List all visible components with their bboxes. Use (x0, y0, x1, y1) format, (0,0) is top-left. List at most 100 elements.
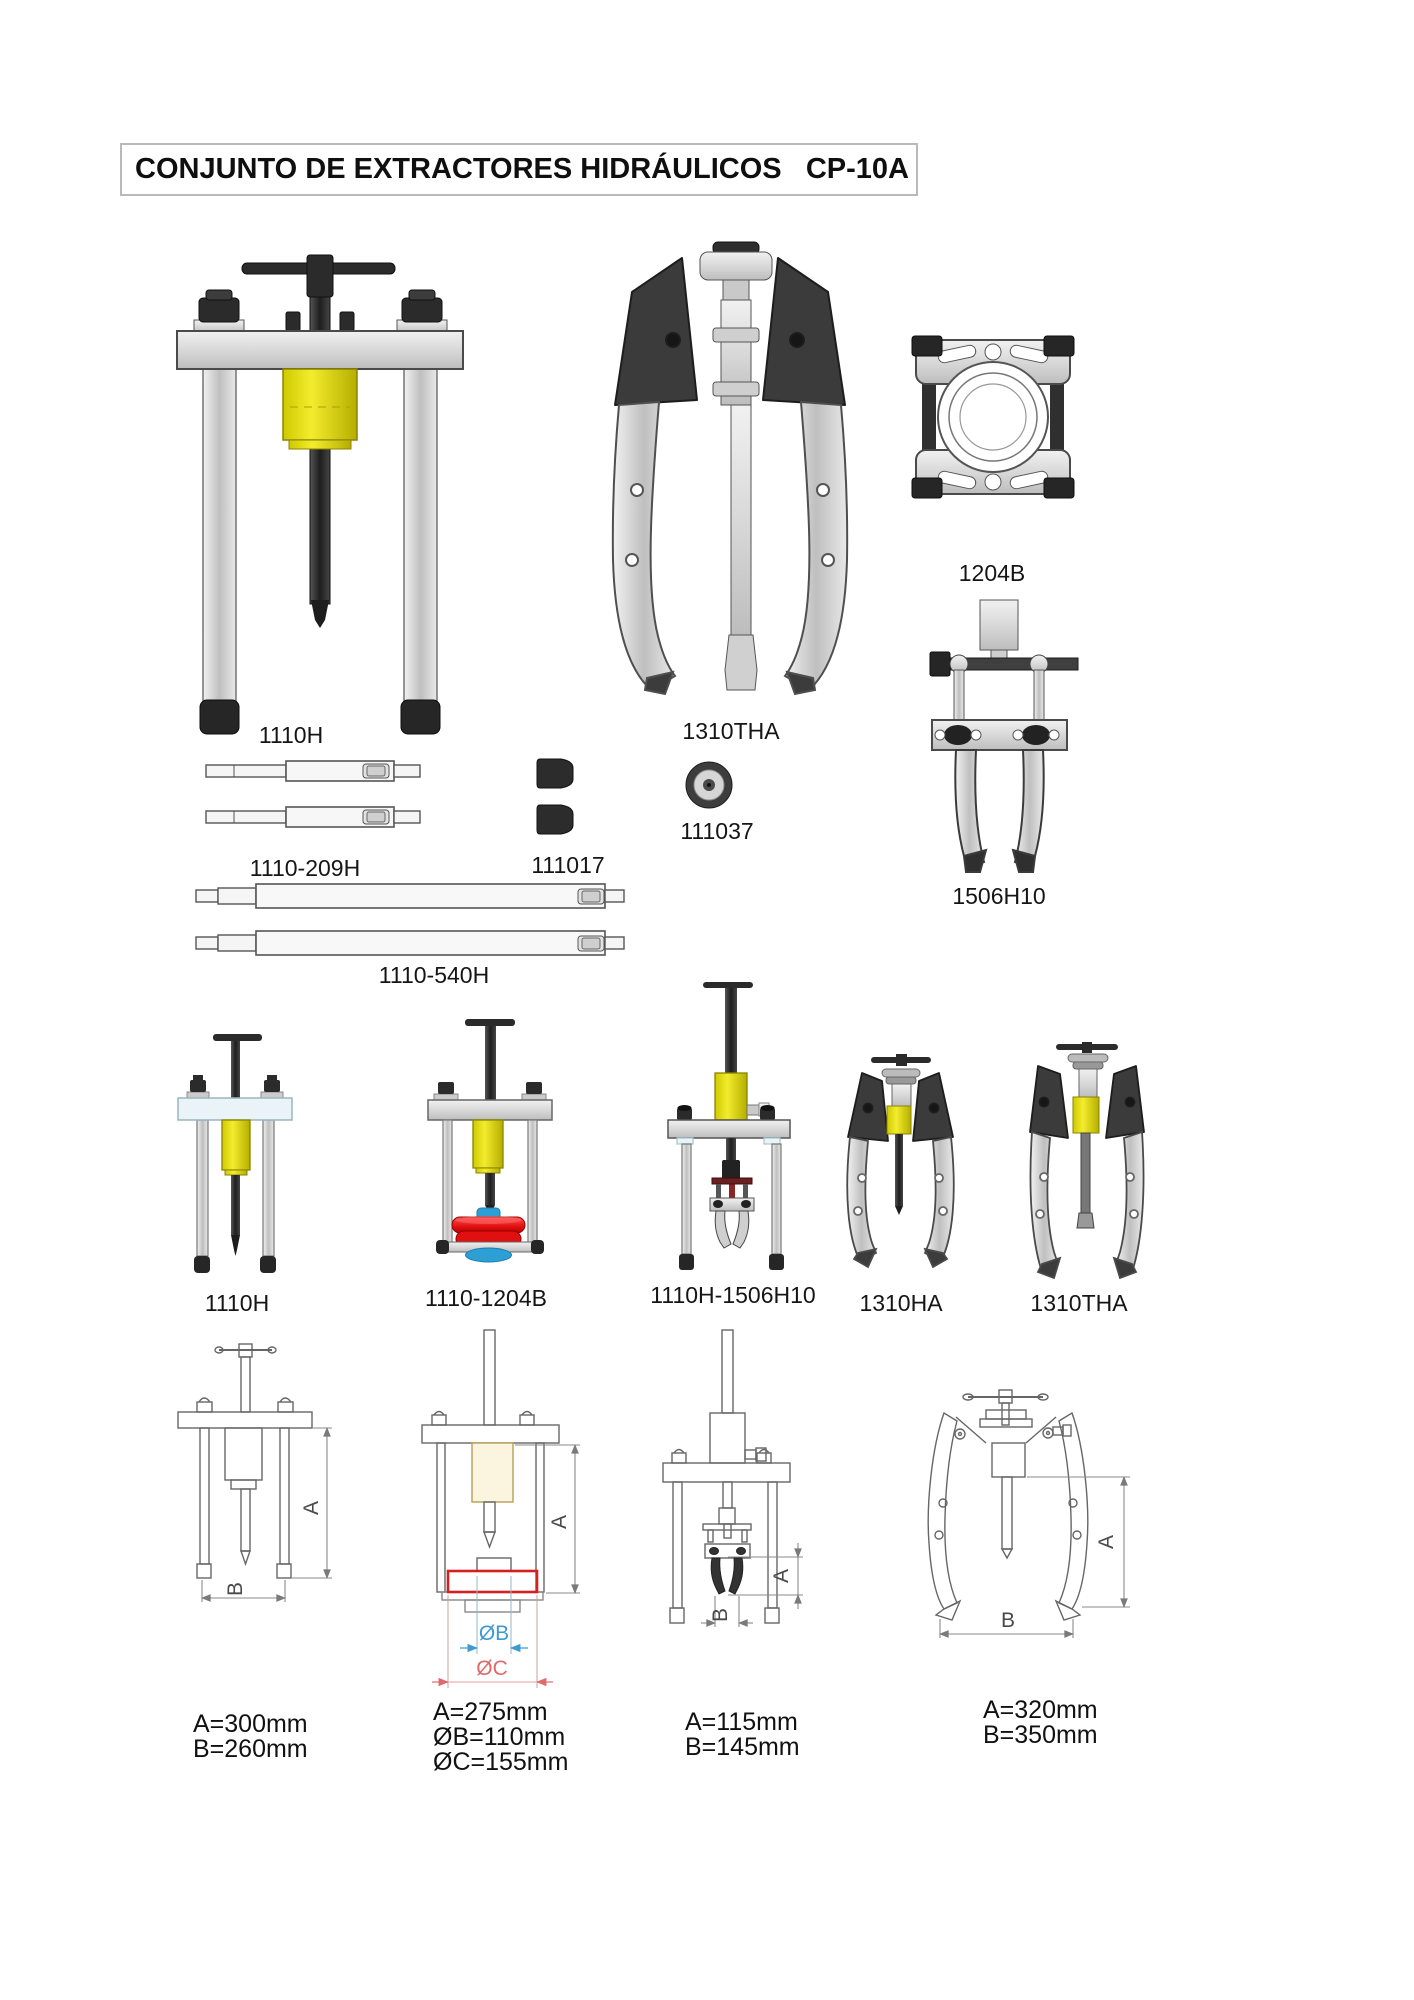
assembly-label-1310ha: 1310HA (859, 1290, 943, 1316)
part-label-1110-209h: 1110-209H (249, 855, 361, 881)
spindle (309, 273, 331, 628)
upper-arms (614, 257, 846, 406)
page-title: CONJUNTO DE EXTRACTORES HIDRÁULICOS CP-1… (135, 153, 909, 185)
protector-cap (536, 804, 574, 835)
extension-rod (205, 760, 421, 782)
outline (662, 1329, 791, 1624)
spindle (1076, 1132, 1095, 1229)
tie-rods (922, 354, 1064, 480)
assembly-label-1110h-1506h10: 1110H-1506H10 (650, 1282, 816, 1308)
illustration-1310tha-large (611, 241, 849, 696)
dimension-line: B=260mm (193, 1735, 308, 1763)
dim-letter-b: B (1001, 1609, 1015, 1632)
part-label-111037: 111037 (680, 818, 754, 844)
dimension-a: A (1027, 1476, 1130, 1608)
t-handle (1056, 1044, 1118, 1050)
drawing-1310-puller: A B (927, 1389, 1130, 1638)
corner-bolts (193, 289, 448, 334)
illustration-assembly-1310tha (1029, 1042, 1145, 1280)
illustration-rods-209h (205, 760, 421, 828)
dim-letter-a: A (1095, 1535, 1118, 1549)
dimension-b: B (201, 1580, 286, 1602)
dimension-a: A (728, 1543, 803, 1609)
t-handle (213, 1034, 262, 1041)
dimension-b: B (701, 1596, 753, 1627)
lower-arms (1029, 1130, 1145, 1280)
center-spindle (724, 404, 758, 691)
hydraulic-cylinder (714, 1072, 770, 1121)
feet (199, 699, 441, 735)
long-rod (195, 930, 625, 956)
dim-letter-a: A (300, 1501, 323, 1515)
illustration-washer-111037 (685, 761, 733, 809)
dim-letter-b: B (224, 1582, 247, 1596)
protector-cap (536, 758, 574, 789)
drawing-1110h-1506h10: A B (662, 1329, 803, 1627)
outline (177, 1343, 313, 1579)
illustration-assembly-1310ha (846, 1054, 955, 1269)
dimension-a: A (291, 1427, 332, 1579)
part-label-111017: 111017 (531, 852, 605, 878)
assembly-label-1110h: 1110H (204, 1290, 270, 1316)
illustration-caps-111017 (536, 758, 574, 835)
feet (194, 1256, 276, 1273)
drawing-1110-1204b: A ØB ØC (421, 1329, 580, 1688)
dimension-line: ØC=155mm (433, 1748, 569, 1776)
dimension-line: B=350mm (983, 1721, 1098, 1749)
cylinder (979, 599, 1019, 651)
bottom-bar (436, 1240, 544, 1254)
dimension-b: B (939, 1609, 1074, 1638)
crossbar (427, 1099, 553, 1121)
illustration-1204b (911, 335, 1075, 499)
dimension-oc: ØC (432, 1595, 553, 1688)
title-box: CONJUNTO DE EXTRACTORES HIDRÁULICOS CP-1… (120, 143, 918, 196)
bolts (433, 1082, 547, 1101)
plate-bolts (934, 725, 1060, 745)
crossbar (176, 330, 464, 370)
assembly-label-1310tha: 1310THA (1030, 1290, 1128, 1316)
dimension-line: A=275mm (433, 1698, 548, 1726)
dim-letter-ob: ØB (479, 1622, 509, 1645)
crossbar (667, 1119, 791, 1139)
spindle (895, 1134, 903, 1215)
t-handle (871, 1057, 931, 1063)
dim-letter-a: A (770, 1569, 793, 1583)
lower-arms (611, 400, 849, 696)
feet (679, 1254, 784, 1270)
dimension-ob: ØB (460, 1576, 528, 1654)
dimension-line: A=300mm (193, 1710, 308, 1738)
hydraulic-cylinder (886, 1105, 912, 1135)
outline (927, 1389, 1089, 1621)
upper-arms (847, 1072, 954, 1142)
assembly-label-1110-1204b: 1110-1204B (425, 1285, 547, 1311)
extension-rod (205, 806, 421, 828)
bolts (186, 1075, 284, 1099)
t-handle (465, 1019, 515, 1026)
upper-arms (1029, 1065, 1145, 1139)
mini-jaws (709, 1547, 746, 1595)
dim-letter-a: A (548, 1515, 571, 1529)
illustration-assembly-1110-1204b (427, 1019, 553, 1263)
illustration-1506h10 (929, 599, 1079, 873)
illustration-assembly-1110h (177, 1034, 293, 1273)
dimensions-drawing-4: A=320mm B=350mm (983, 1698, 1098, 1748)
dimension-line: ØB=110mm (433, 1723, 566, 1751)
corner-blocks (911, 335, 1075, 499)
crossbar (177, 1097, 293, 1121)
long-rod (195, 883, 625, 909)
dimension-line: A=115mm (685, 1708, 798, 1736)
dimension-a: A (515, 1444, 580, 1594)
blue-base (465, 1247, 512, 1263)
dimension-line: B=145mm (685, 1733, 800, 1761)
hydraulic-cylinder (472, 1119, 504, 1174)
hydraulic-cylinder (1072, 1096, 1100, 1134)
bolts (677, 1105, 775, 1120)
dim-letter-oc: ØC (476, 1657, 508, 1680)
dimensions-drawing-2: A=275mm ØB=110mm ØC=155mm (433, 1700, 568, 1775)
hydraulic-cylinder (221, 1119, 251, 1176)
illustration-1110h-kit (176, 254, 464, 735)
drawing-press-puller: A B (177, 1343, 332, 1602)
outline (421, 1329, 560, 1613)
top-cap (699, 251, 773, 281)
lower-arms (846, 1135, 955, 1269)
